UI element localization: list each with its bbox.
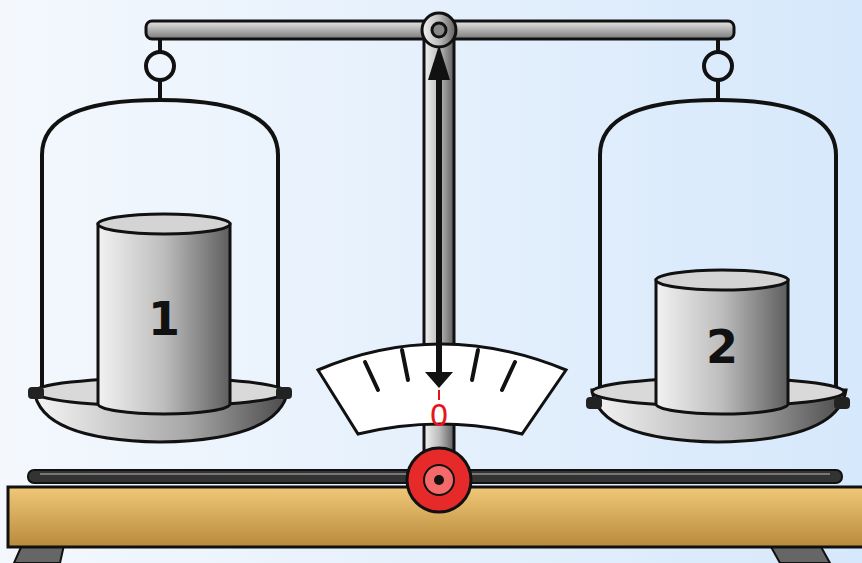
weight-node: 2: [654, 268, 790, 416]
weight-number: 1: [96, 296, 232, 342]
weight-node: 1: [96, 212, 232, 416]
dial-zero: 0: [429, 401, 448, 431]
weight-number: 2: [654, 324, 790, 370]
